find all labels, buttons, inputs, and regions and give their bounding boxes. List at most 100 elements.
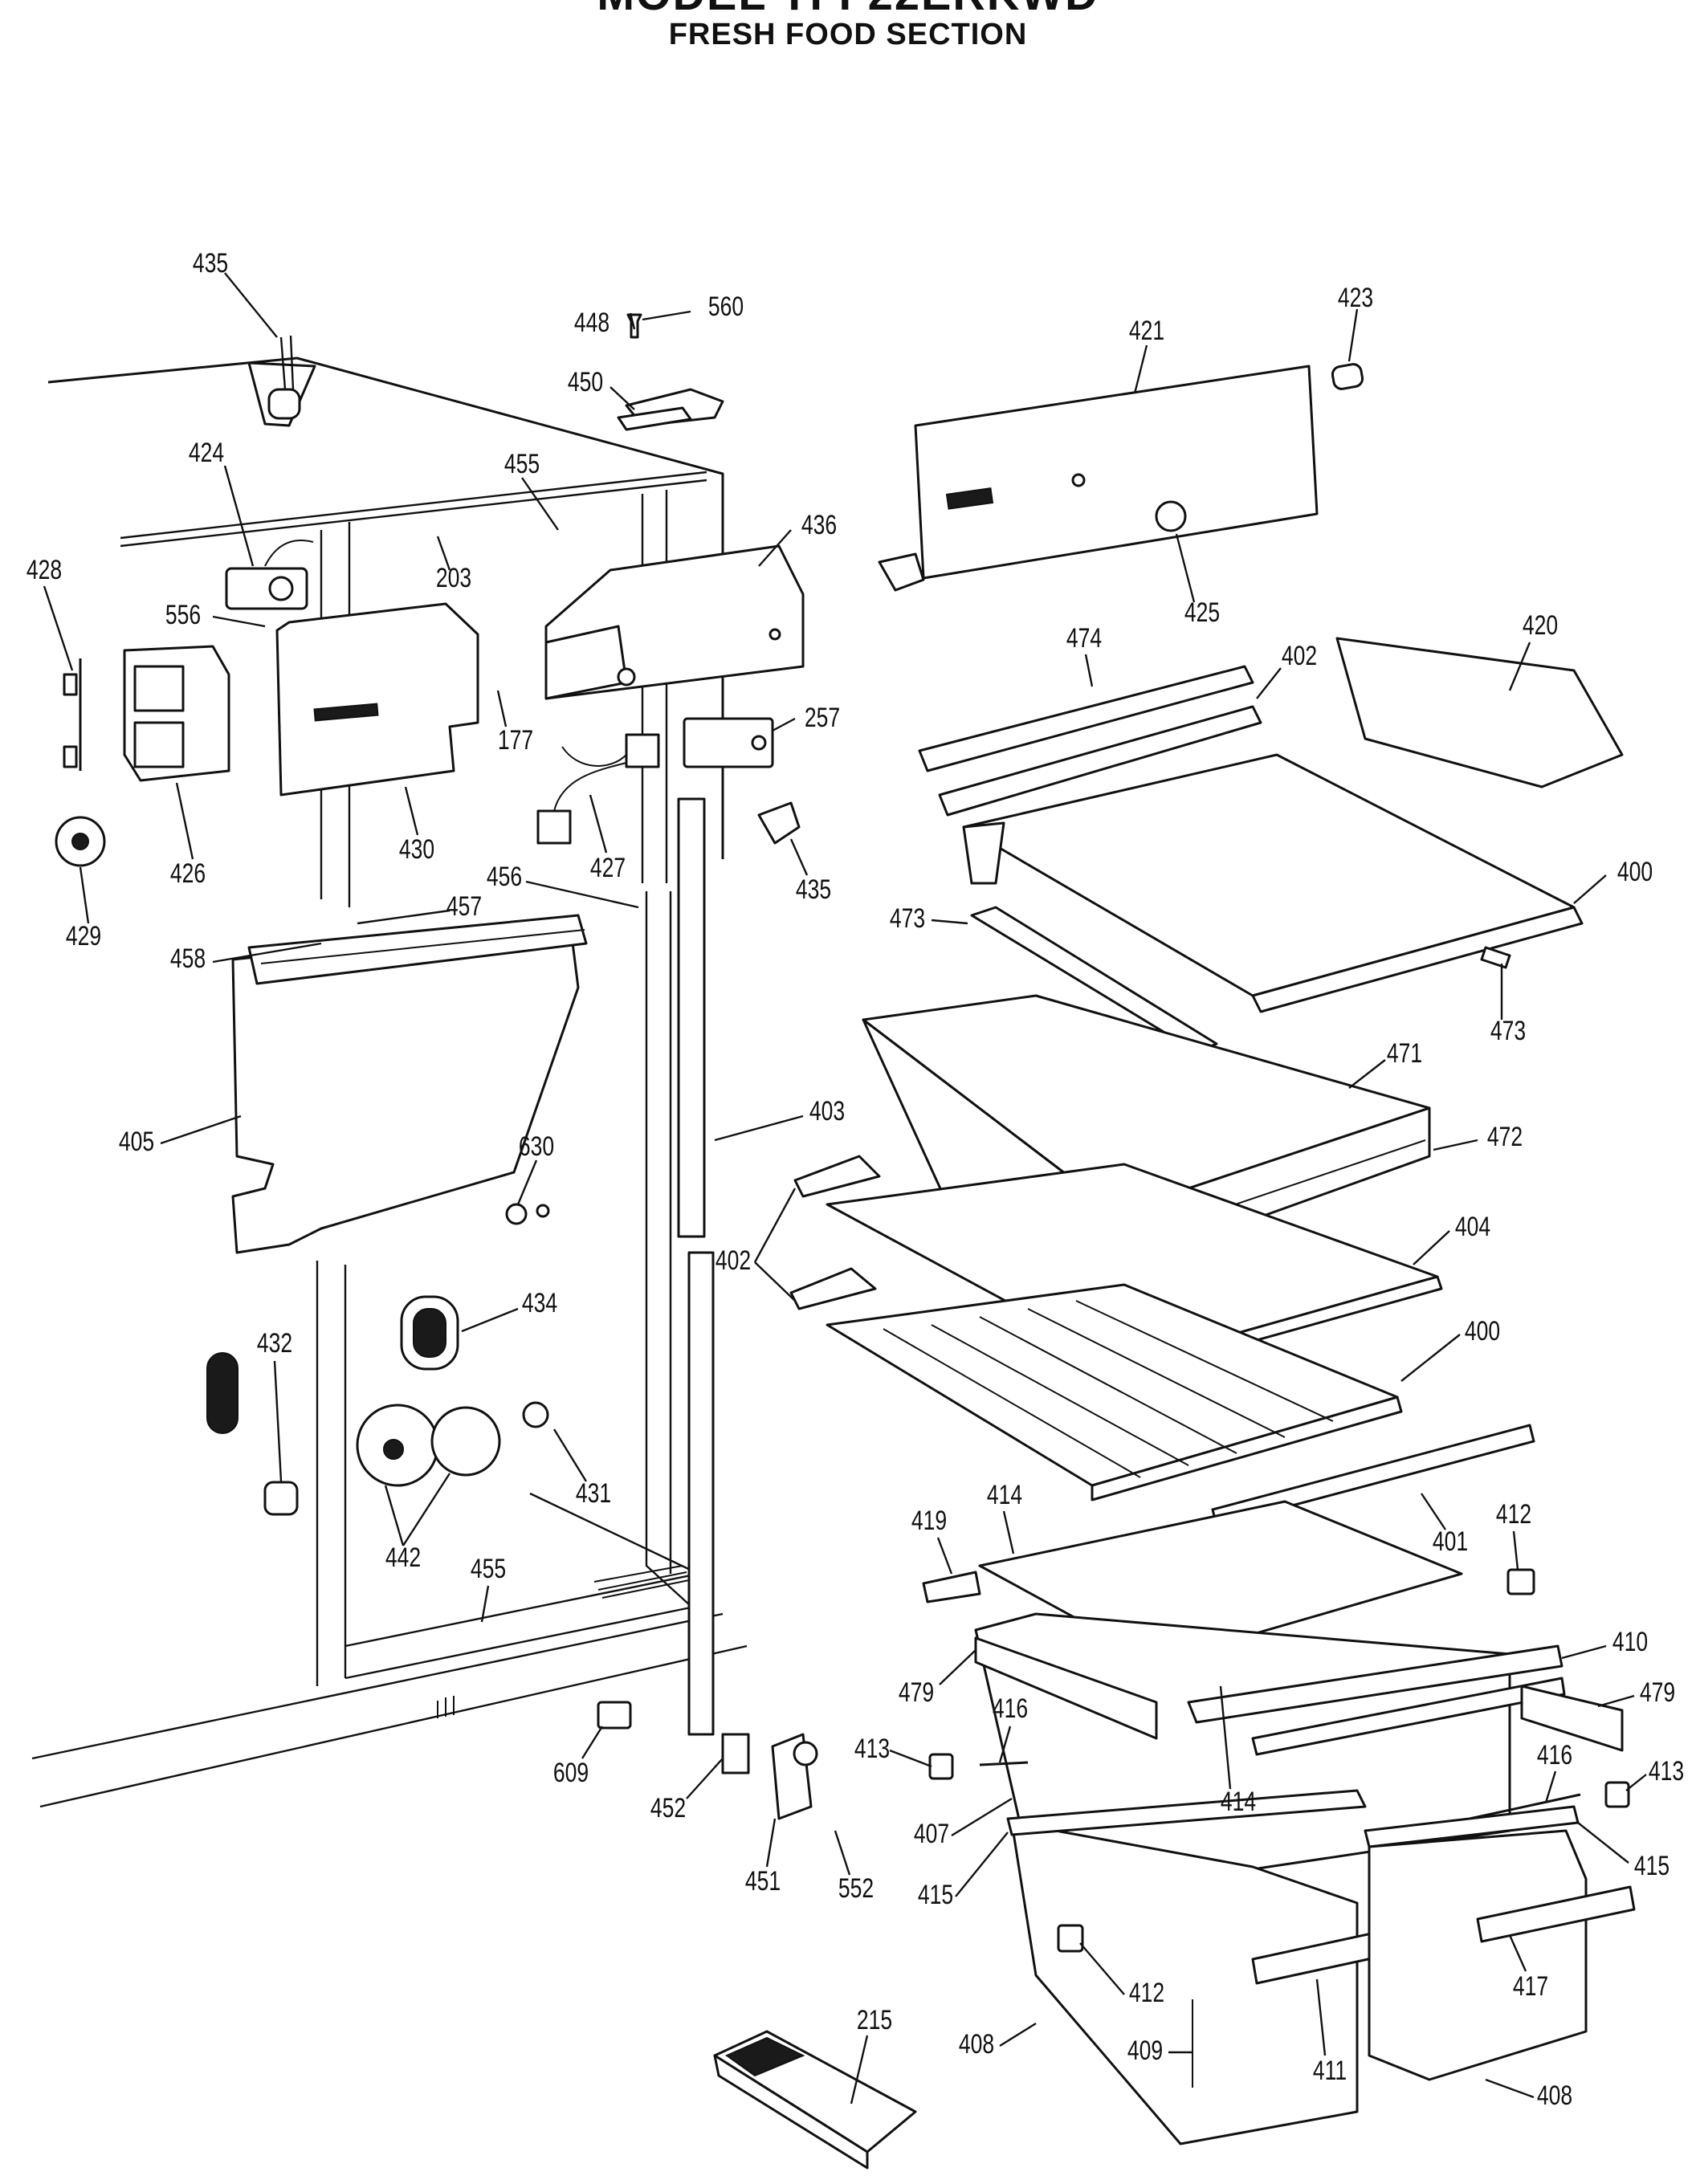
callout-label-425: 425 — [1184, 597, 1220, 628]
knob-429 — [55, 816, 106, 867]
shelf-rail-474 — [918, 665, 1262, 817]
control-panel-421 — [878, 365, 1319, 592]
callout-label-472: 472 — [1487, 1122, 1523, 1152]
callout-label-429: 429 — [66, 921, 101, 951]
handle-slot — [206, 1352, 238, 1434]
callout-label-416: 416 — [1537, 1740, 1572, 1770]
shelf-400-upper — [962, 753, 1584, 1013]
callout-label-413: 413 — [1649, 1756, 1684, 1787]
callout-label-408: 408 — [959, 2029, 994, 2060]
callout-label-458: 458 — [170, 943, 206, 974]
dispenser-frame-426 — [123, 645, 230, 782]
callout-label-431: 431 — [576, 1478, 611, 1509]
callout-label-401: 401 — [1433, 1526, 1468, 1557]
callout-label-424: 424 — [189, 438, 224, 468]
wire-harness-427 — [536, 733, 660, 845]
hinge-450 — [617, 313, 724, 431]
damper-428 — [63, 658, 82, 771]
callout-label-412: 412 — [1129, 1978, 1164, 2008]
knob-423 — [1331, 363, 1364, 390]
dispenser-chute-405 — [231, 914, 588, 1254]
callout-label-405: 405 — [119, 1127, 154, 1157]
callout-label-473: 473 — [890, 903, 925, 934]
callout-label-415: 415 — [1634, 1851, 1670, 1881]
callout-label-257: 257 — [805, 703, 840, 733]
callout-label-404: 404 — [1455, 1212, 1490, 1242]
callout-label-426: 426 — [170, 858, 206, 889]
rods-416 — [979, 1761, 1581, 1820]
bin-420 — [1335, 637, 1624, 788]
sleeve-432 — [263, 1481, 299, 1516]
callout-label-560: 560 — [708, 291, 744, 322]
wire-shelf-400 — [826, 1283, 1403, 1502]
callout-label-452: 452 — [650, 1793, 686, 1823]
hinge-451 — [771, 1733, 818, 1820]
callout-label-436: 436 — [801, 510, 837, 540]
callout-label-427: 427 — [590, 853, 626, 883]
housing-436 — [544, 544, 805, 700]
callout-label-177: 177 — [498, 725, 533, 756]
switch-609 — [597, 1701, 632, 1730]
tray-215 — [713, 2030, 917, 2170]
callout-label-409: 409 — [1127, 2035, 1163, 2066]
vent-434 — [400, 1295, 459, 1371]
drawer-right-408 — [1368, 1829, 1636, 2081]
callout-label-457: 457 — [446, 891, 482, 922]
plate-452 — [721, 1733, 750, 1774]
callout-label-413: 413 — [854, 1734, 890, 1764]
callout-label-410: 410 — [1612, 1627, 1648, 1657]
callout-label-479: 479 — [1640, 1677, 1675, 1708]
callout-label-414: 414 — [987, 1480, 1022, 1510]
callout-label-448: 448 — [574, 308, 610, 338]
socket-435-lower — [757, 801, 801, 845]
callout-label-451: 451 — [745, 1866, 781, 1897]
model-title: MODEL TFF22ERKWD — [0, 0, 1696, 20]
callout-label-474: 474 — [1066, 623, 1102, 654]
callout-label-435: 435 — [193, 248, 228, 279]
callout-label-203: 203 — [436, 563, 471, 593]
callout-label-479: 479 — [899, 1677, 934, 1708]
shelf-rails-402 — [789, 1155, 881, 1310]
callout-label-408: 408 — [1537, 2080, 1572, 2111]
callout-label-423: 423 — [1338, 283, 1373, 313]
callout-label-414: 414 — [1221, 1787, 1256, 1817]
leader-lines — [43, 272, 1647, 2105]
callout-label-455: 455 — [504, 449, 540, 479]
callout-label-407: 407 — [914, 1819, 949, 1849]
section-title: FRESH FOOD SECTION — [668, 18, 1028, 51]
callout-label-435: 435 — [796, 874, 831, 905]
callout-label-417: 417 — [1513, 1971, 1548, 2002]
callout-label-412: 412 — [1496, 1499, 1531, 1530]
callout-label-402: 402 — [1282, 641, 1317, 671]
callout-label-411: 411 — [1313, 2056, 1347, 2086]
drawer-left-408 — [1010, 1821, 1407, 2145]
callout-label-421: 421 — [1129, 316, 1164, 346]
slides-479 — [974, 1636, 1624, 1752]
callout-label-432: 432 — [257, 1328, 292, 1359]
callout-label-420: 420 — [1523, 610, 1558, 641]
timer-257 — [683, 717, 774, 768]
callout-label-556: 556 — [165, 600, 201, 630]
light-socket-435 — [247, 335, 316, 427]
callout-label-455: 455 — [471, 1554, 506, 1584]
callout-label-456: 456 — [487, 862, 522, 892]
callout-label-430: 430 — [399, 834, 434, 865]
callout-label-434: 434 — [522, 1288, 557, 1318]
slide-419 — [922, 1571, 981, 1603]
callout-label-552: 552 — [838, 1873, 874, 1904]
control-442 — [356, 1404, 501, 1487]
knob-431 — [522, 1401, 549, 1428]
cover-430 — [275, 602, 479, 797]
callout-label-419: 419 — [911, 1506, 947, 1536]
clip-412 — [1506, 1568, 1535, 1595]
grommets-630 — [505, 1203, 550, 1225]
callout-label-215: 215 — [857, 2005, 892, 2035]
callout-label-450: 450 — [568, 367, 603, 397]
callout-label-471: 471 — [1387, 1038, 1422, 1069]
callout-label-416: 416 — [993, 1693, 1028, 1724]
callout-label-400: 400 — [1465, 1316, 1500, 1347]
shelf-ladder-403 — [677, 797, 715, 1736]
shelf-rail-473 — [970, 906, 1511, 1053]
